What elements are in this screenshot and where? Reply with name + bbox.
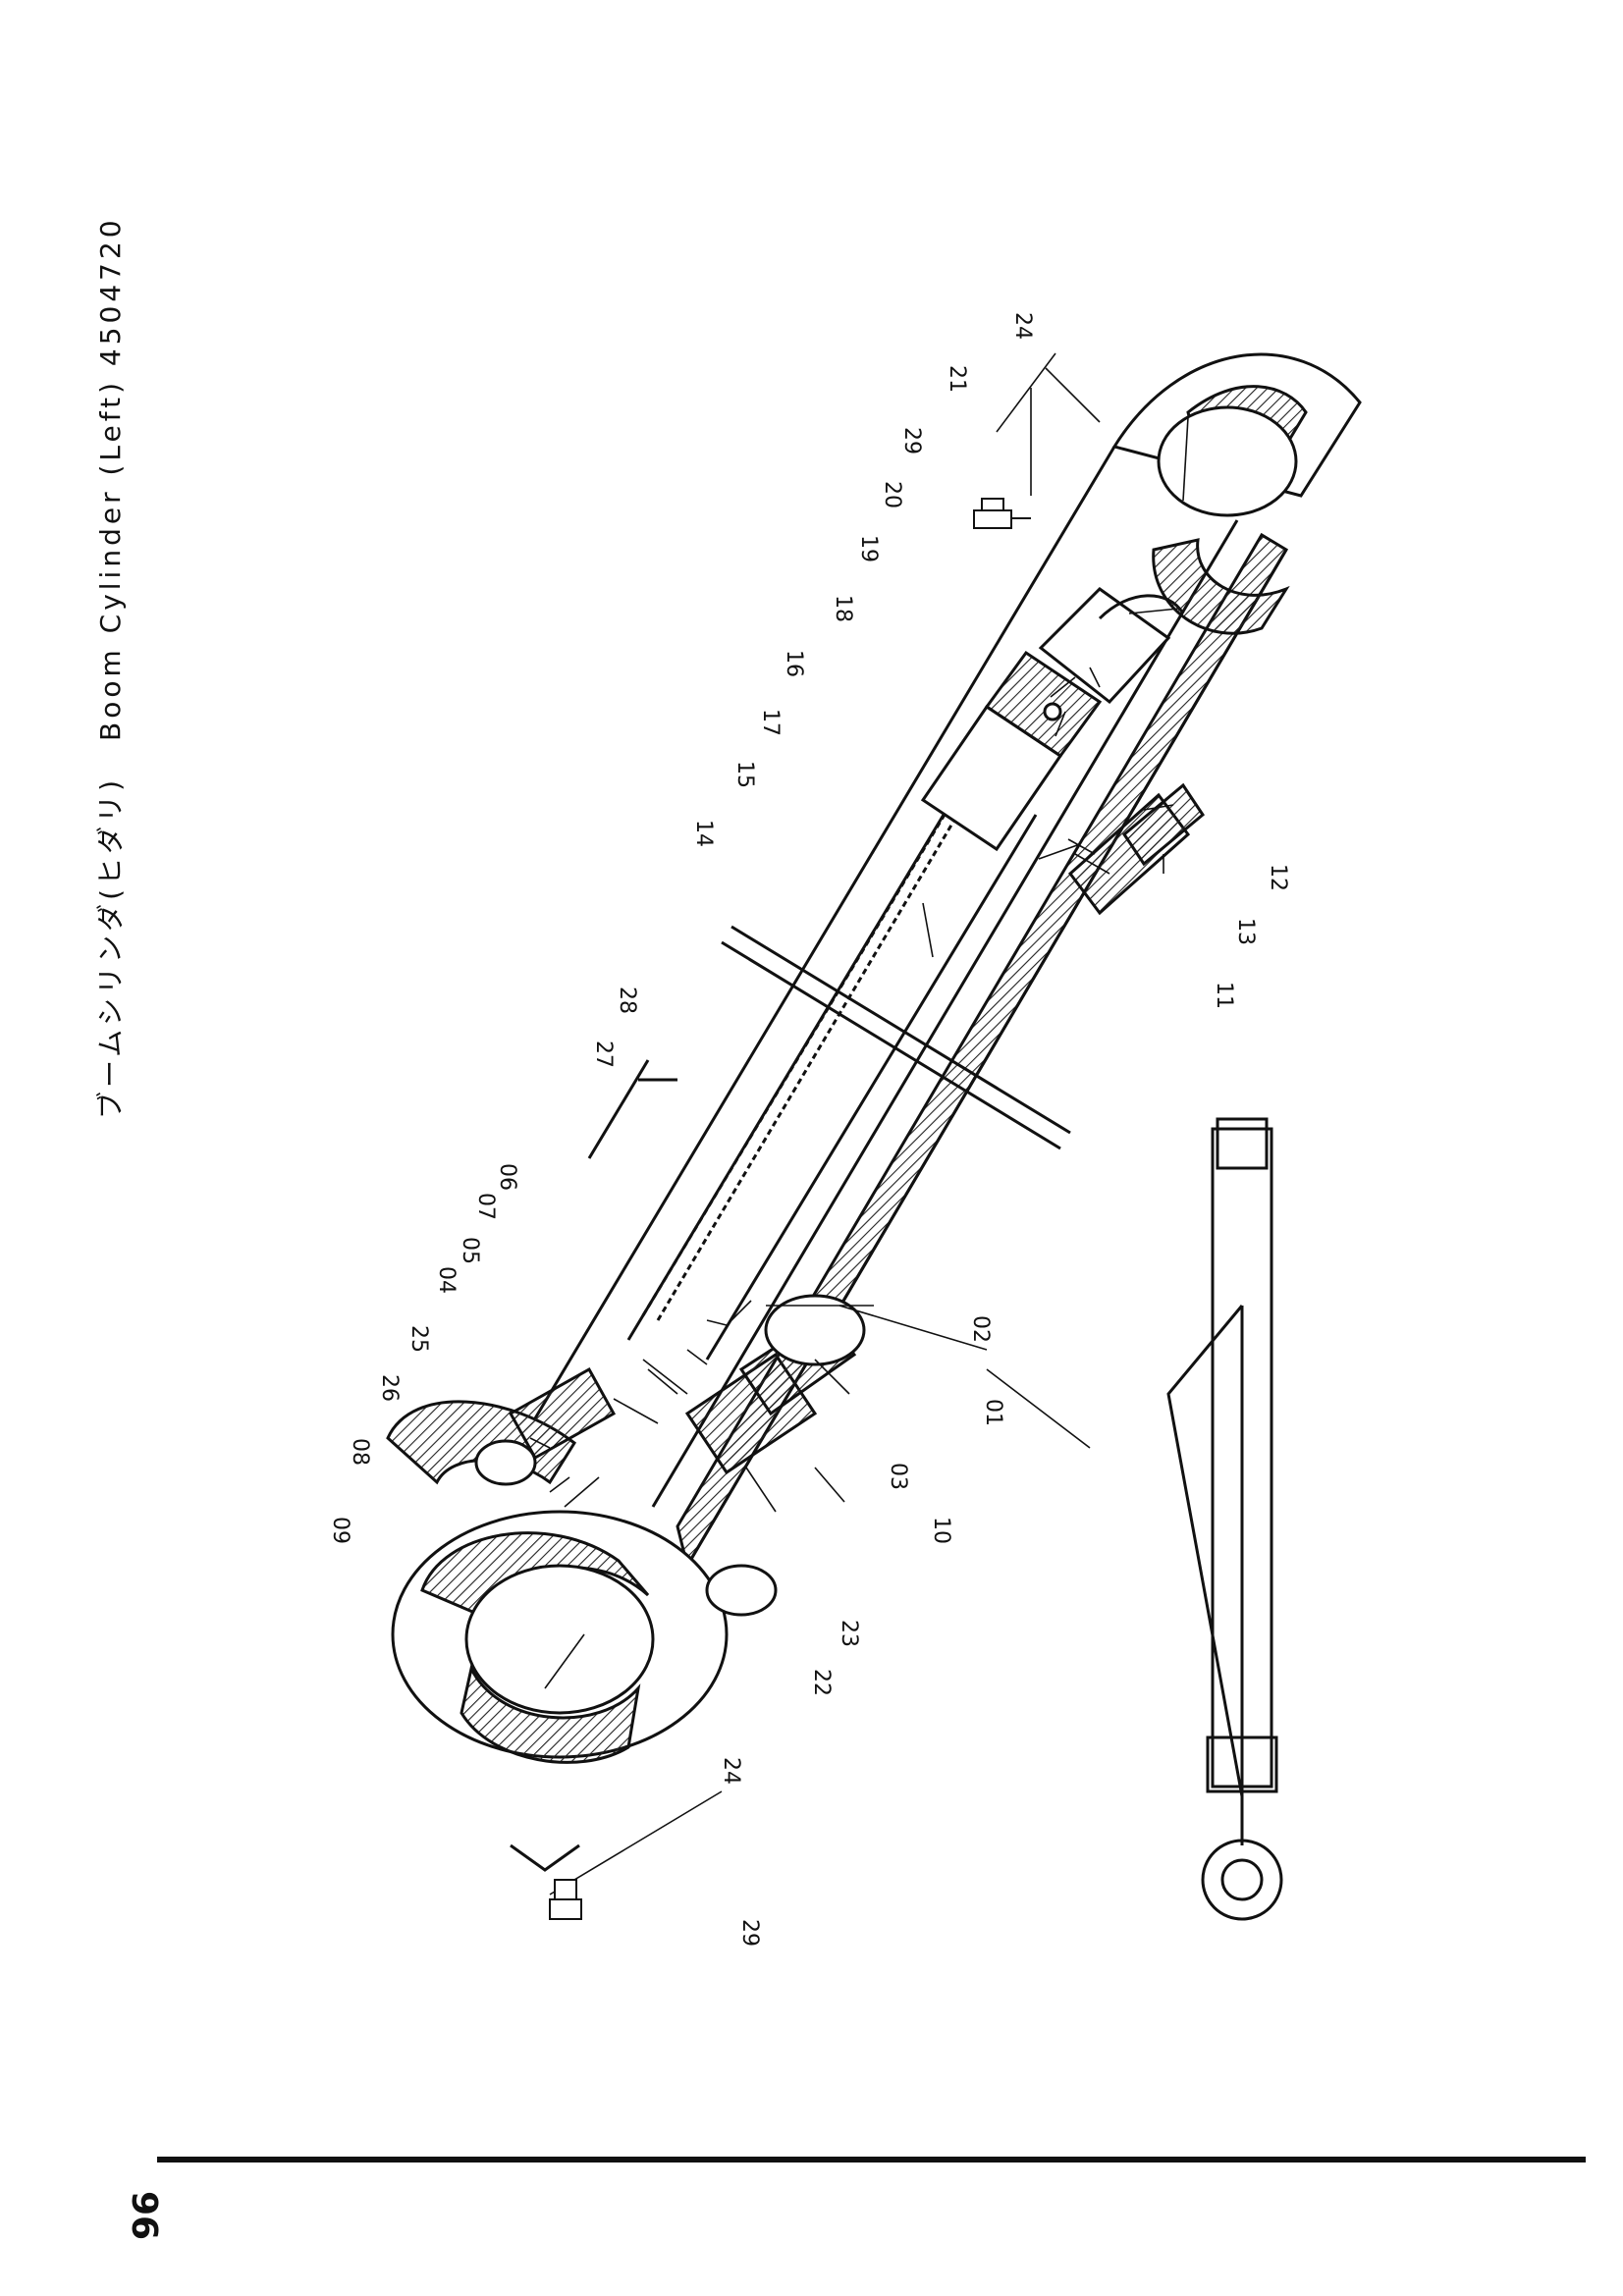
label-21: 21 [945, 365, 969, 393]
leader-lines [529, 352, 1189, 1896]
cylinder-bottom-eye [1111, 352, 1362, 635]
label-26: 26 [377, 1374, 402, 1402]
side-view-cylinder [1166, 1117, 1283, 1921]
label-05: 05 [458, 1237, 482, 1264]
label-20: 20 [880, 481, 904, 508]
label-24-bottom: 24 [1010, 312, 1035, 340]
label-01: 01 [981, 1399, 1005, 1426]
label-19: 19 [856, 535, 881, 562]
label-10: 10 [929, 1517, 953, 1544]
label-11: 11 [1212, 982, 1236, 1009]
label-08: 08 [348, 1438, 372, 1466]
label-14: 14 [691, 820, 716, 847]
label-29-top: 29 [899, 427, 924, 454]
label-15: 15 [732, 761, 757, 788]
gland-assembly [474, 1294, 866, 1617]
label-02: 02 [968, 1315, 993, 1343]
piston-assembly [920, 587, 1205, 916]
label-04: 04 [434, 1266, 459, 1294]
label-25: 25 [406, 1325, 431, 1353]
label-23: 23 [837, 1620, 861, 1647]
label-16: 16 [782, 650, 806, 677]
label-22: 22 [809, 1669, 834, 1696]
label-29-bottom: 29 [737, 1919, 762, 1947]
grease-nipple-bottom [549, 1879, 582, 1920]
label-18: 18 [831, 595, 855, 622]
label-06: 06 [495, 1163, 519, 1191]
cylinder-tube [533, 446, 1289, 1570]
grease-nipple-top [973, 498, 1031, 529]
label-27: 27 [591, 1041, 616, 1068]
label-28: 28 [615, 987, 639, 1014]
rod-head-eye [386, 1400, 729, 1872]
piston-rod [587, 774, 1038, 1361]
label-07: 07 [473, 1193, 498, 1220]
label-09: 09 [328, 1517, 352, 1544]
label-17: 17 [758, 709, 783, 736]
footer-rule [157, 2157, 1586, 2163]
label-13: 13 [1233, 918, 1258, 945]
break-mark [721, 925, 1071, 1150]
part-labels: 01 02 03 04 05 06 07 08 09 10 11 12 13 1… [328, 312, 1290, 1947]
label-03: 03 [886, 1463, 910, 1490]
label-12: 12 [1266, 864, 1290, 891]
label-24-head: 24 [719, 1757, 743, 1785]
